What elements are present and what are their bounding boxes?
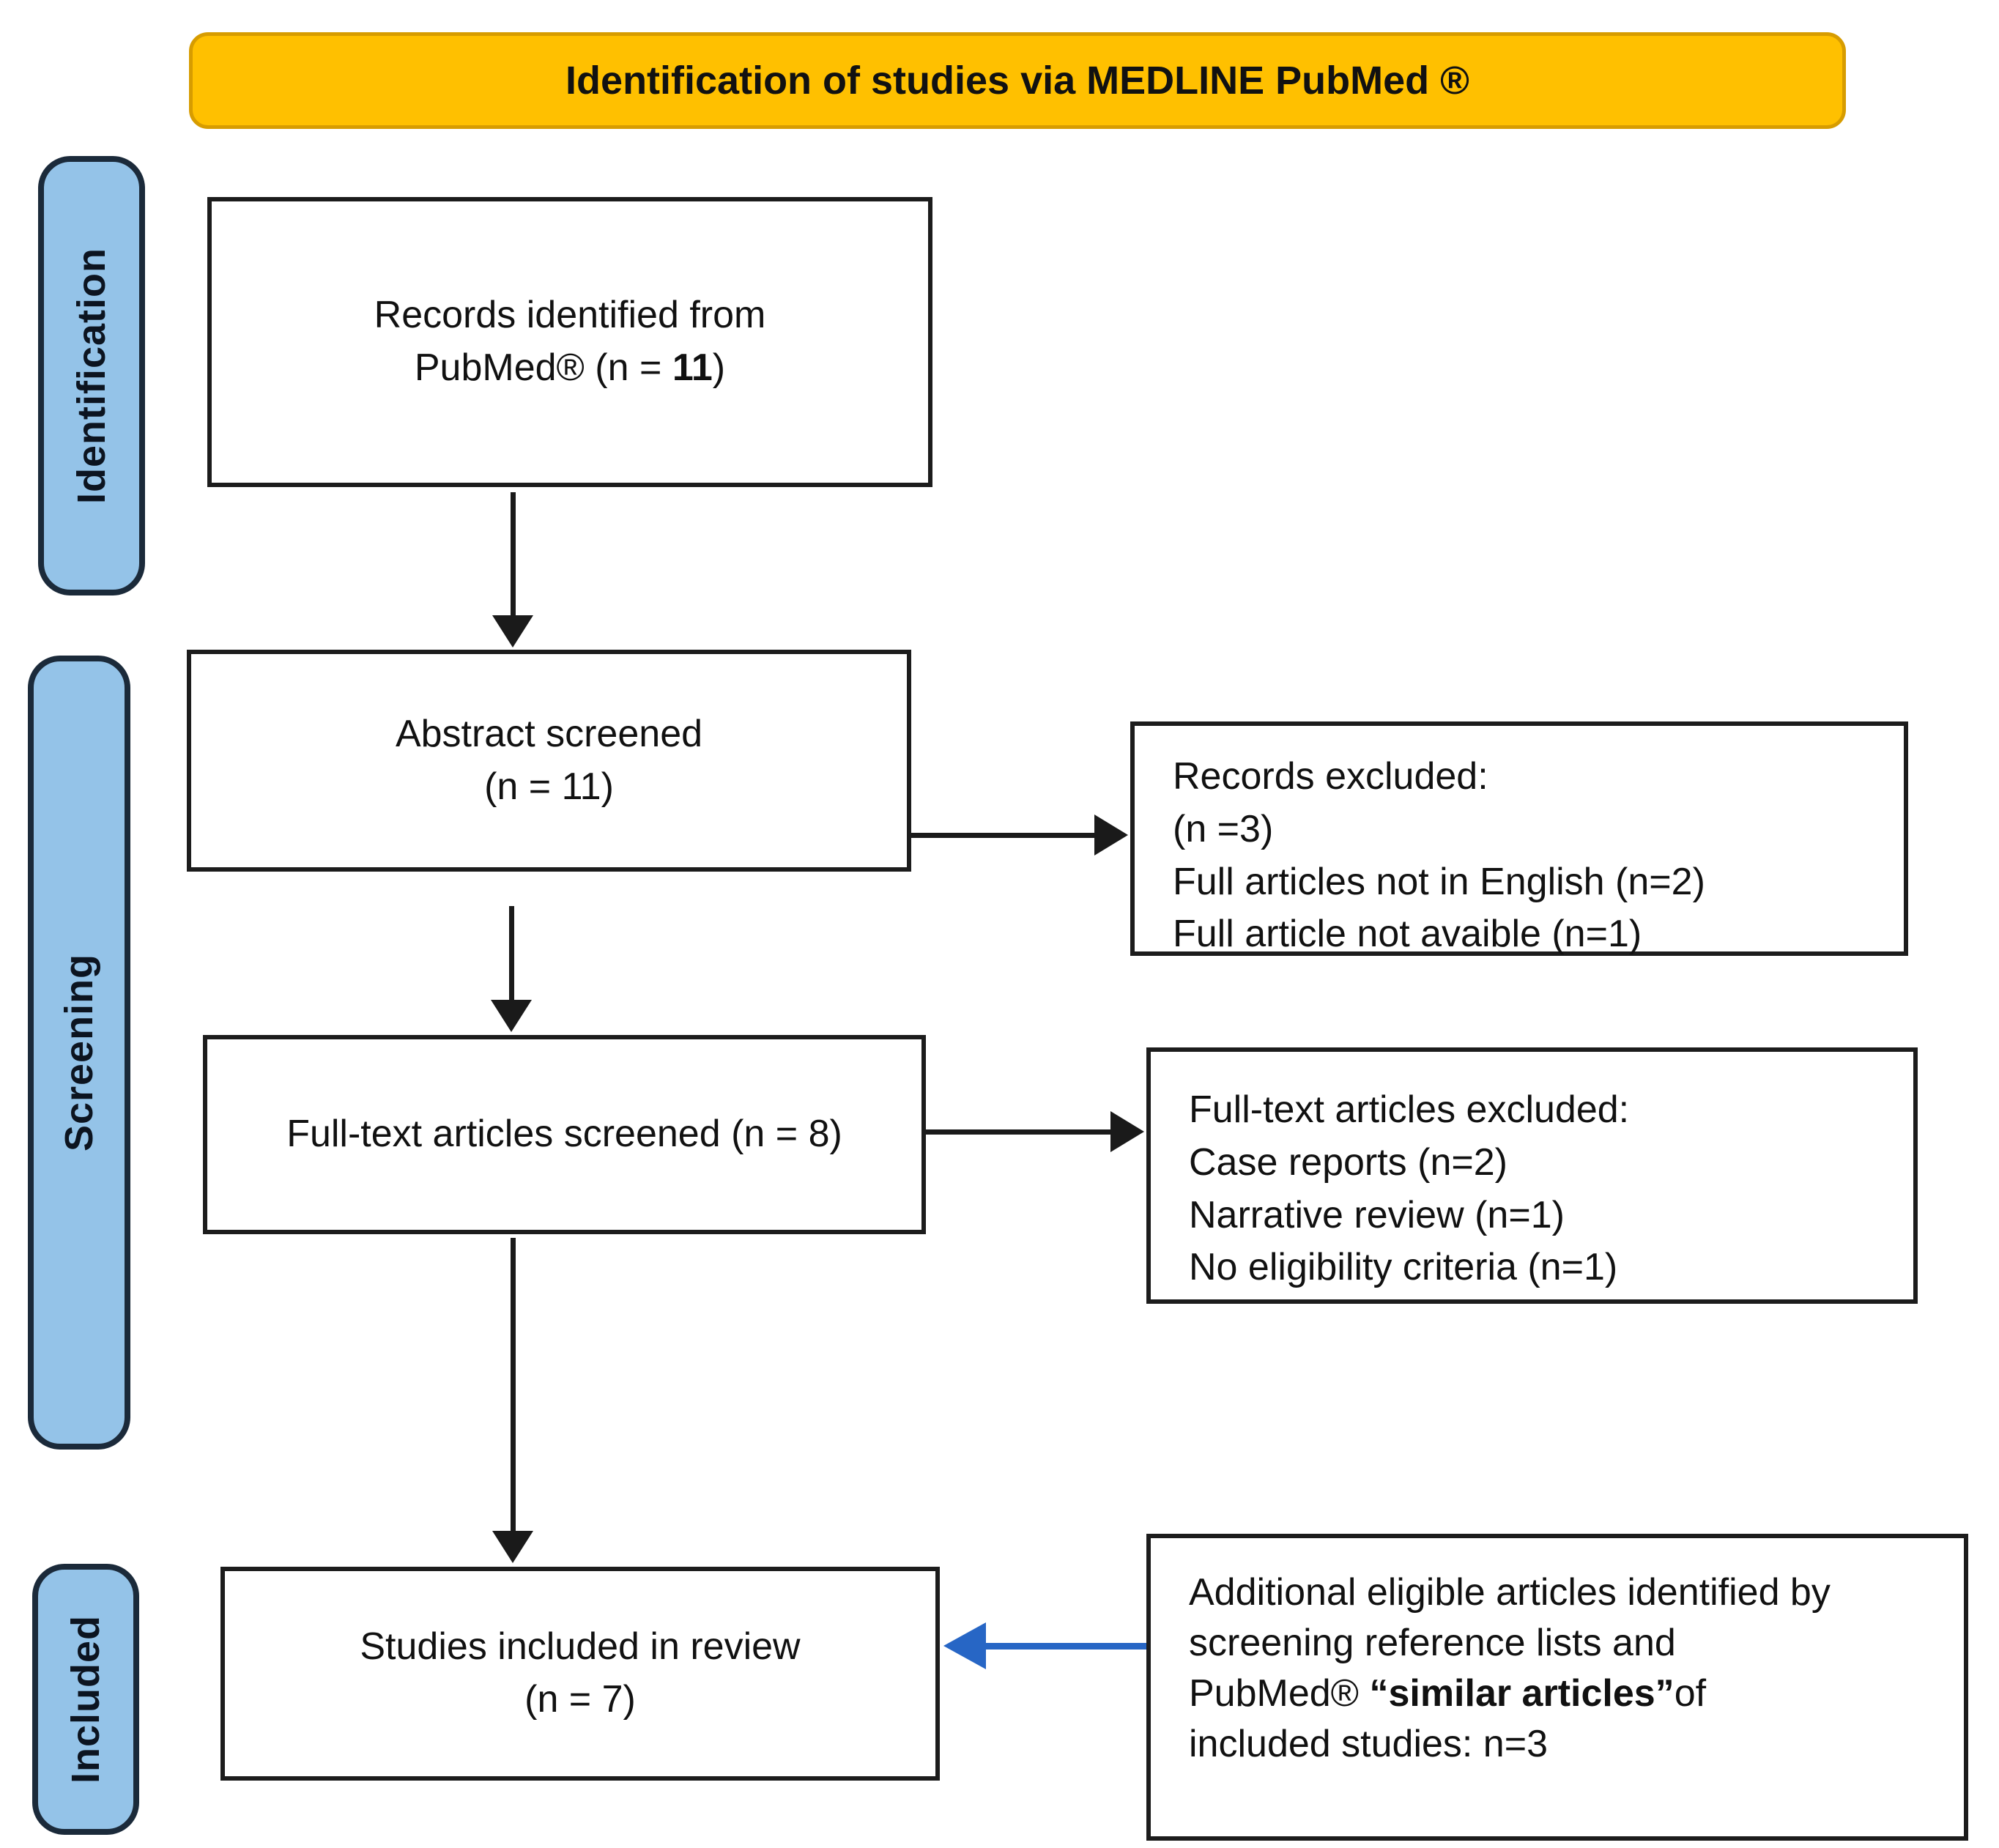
stage-label-screening-text: Screening — [57, 953, 101, 1152]
arrow-line — [508, 906, 514, 1000]
arrow-head-down-icon — [491, 1000, 532, 1032]
records-excluded-line4: Full article not avaible (n=1) — [1173, 913, 1642, 956]
studies-included-line2: (n = 7) — [524, 1678, 636, 1721]
additional-articles-line3-prefix: PubMed® — [1189, 1672, 1370, 1715]
studies-included-line1: Studies included in review — [360, 1625, 801, 1669]
box-records-excluded: Records excluded: (n =3) Full articles n… — [1130, 721, 1908, 956]
box-abstract-screened: Abstract screened (n = 11) — [187, 650, 911, 872]
arrow-abstract-to-fulltext — [491, 906, 532, 1032]
additional-articles-line3-bold: “similar articles” — [1369, 1672, 1675, 1715]
records-excluded-line1: Records excluded: — [1173, 755, 1488, 798]
records-identified-line2: PubMed® (n = 11) — [415, 342, 725, 395]
arrow-abstract-to-excluded — [911, 814, 1128, 856]
stage-label-included-text: Included — [64, 1614, 108, 1784]
additional-articles-line2: screening reference lists and — [1189, 1622, 1676, 1665]
box-additional-articles: Additional eligible articles identified … — [1146, 1534, 1968, 1841]
arrow-head-right-icon — [1094, 814, 1128, 856]
arrow-line — [510, 492, 516, 615]
records-identified-line2-prefix: PubMed® (n = — [414, 346, 672, 389]
fulltext-excluded-line3: Narrative review (n=1) — [1189, 1193, 1565, 1236]
arrow-head-left-icon — [943, 1622, 986, 1669]
stage-label-identification: Identification — [38, 156, 145, 595]
additional-articles-line4: included studies: n=3 — [1189, 1723, 1549, 1766]
records-excluded-line2: (n =3) — [1173, 807, 1274, 850]
additional-articles-line1: Additional eligible articles identified … — [1189, 1571, 1831, 1614]
arrow-line — [911, 832, 1094, 838]
arrow-head-right-icon — [1110, 1111, 1144, 1152]
box-fulltext-excluded: Full-text articles excluded: Case report… — [1146, 1047, 1918, 1304]
arrow-line — [510, 1238, 516, 1531]
arrow-line — [926, 1129, 1110, 1135]
arrow-records-to-abstract — [492, 492, 533, 647]
fulltext-excluded-line2: Case reports (n=2) — [1189, 1140, 1507, 1184]
records-identified-line2-suffix: ) — [712, 346, 726, 389]
box-records-identified: Records identified from PubMed® (n = 11) — [207, 197, 932, 487]
fulltext-excluded-line1: Full-text articles excluded: — [1189, 1088, 1630, 1131]
records-excluded-line3: Full articles not in English (n=2) — [1173, 860, 1705, 903]
arrow-additional-to-included — [943, 1622, 1146, 1669]
fulltext-excluded-line4: No eligibility criteria (n=1) — [1189, 1246, 1618, 1289]
arrow-fulltext-to-included — [492, 1238, 533, 1563]
records-identified-line2-count: 11 — [672, 346, 713, 389]
additional-articles-line3-suffix: of — [1674, 1672, 1707, 1715]
banner-title: Identification of studies via MEDLINE Pu… — [189, 32, 1846, 129]
fulltext-screened-line1: Full-text articles screened (n = 8) — [286, 1113, 842, 1156]
records-identified-line1: Records identified from — [374, 294, 766, 337]
arrow-fulltext-to-excluded — [926, 1111, 1144, 1152]
box-studies-included: Studies included in review (n = 7) — [220, 1567, 940, 1781]
arrow-line — [986, 1642, 1146, 1650]
stage-label-identification-text: Identification — [70, 248, 114, 504]
abstract-screened-line2: (n = 11) — [484, 765, 614, 808]
additional-articles-line3: PubMed® “similar articles”of — [1189, 1669, 1937, 1719]
arrow-head-down-icon — [492, 615, 533, 647]
box-fulltext-screened: Full-text articles screened (n = 8) — [203, 1035, 926, 1234]
arrow-head-down-icon — [492, 1531, 533, 1563]
stage-label-included: Included — [32, 1564, 139, 1835]
abstract-screened-line1: Abstract screened — [395, 712, 703, 755]
stage-label-screening: Screening — [28, 656, 130, 1450]
